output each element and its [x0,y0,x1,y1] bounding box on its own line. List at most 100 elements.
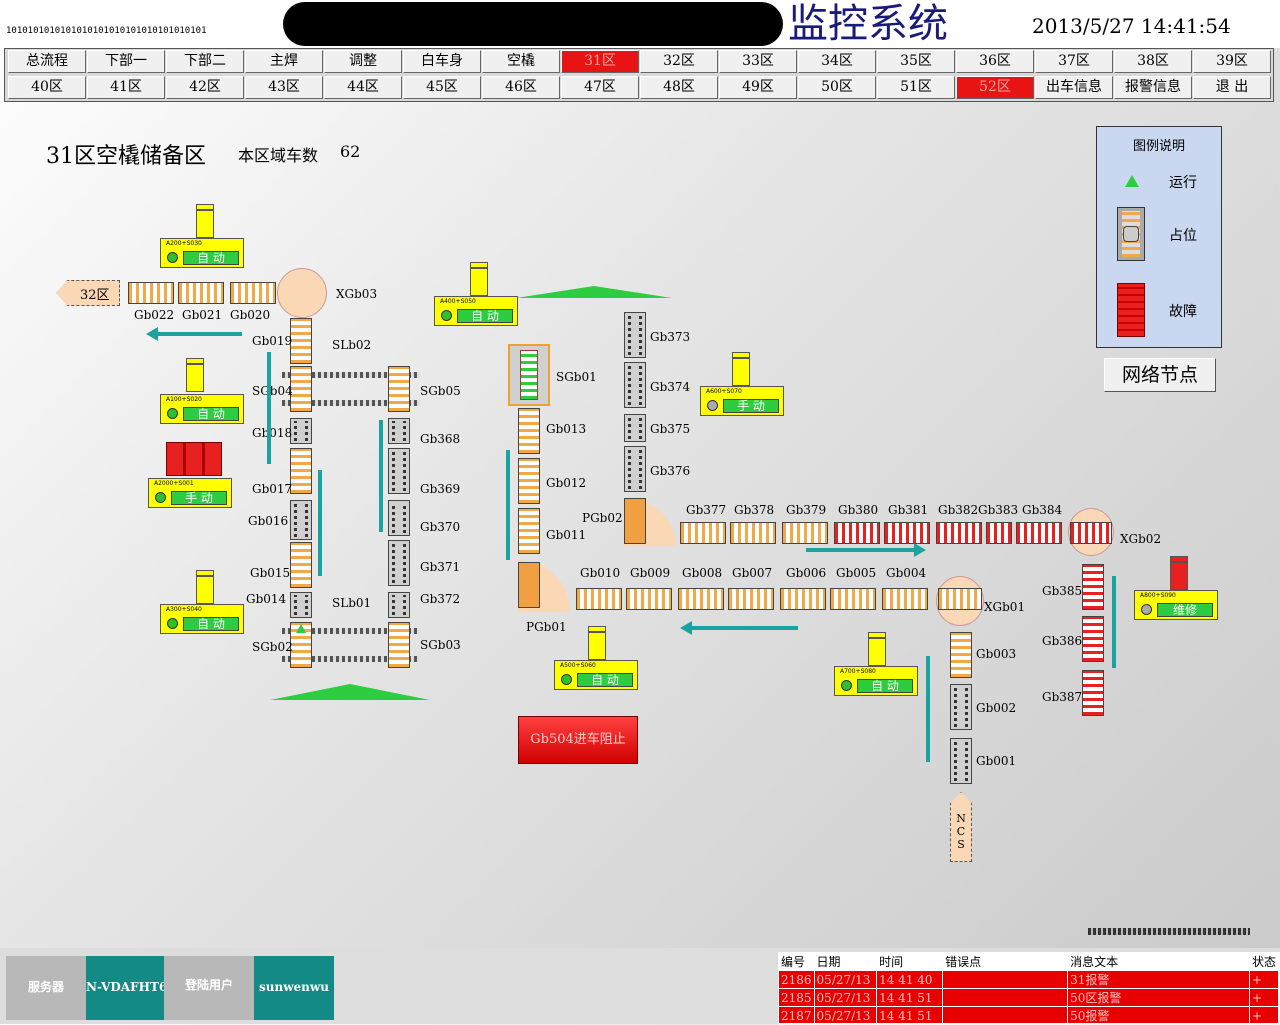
conveyor-gb378[interactable] [730,522,776,544]
conveyor-gb380[interactable] [834,522,880,544]
conveyor-gb006[interactable] [780,588,826,610]
nav-r2-4[interactable]: 44区 [324,76,402,99]
conveyor-gb021[interactable] [178,282,224,304]
conveyor-gb017[interactable] [290,448,312,494]
conveyor-gb014[interactable] [290,592,312,618]
conveyor-gb368[interactable] [388,418,410,444]
gb504-block-button[interactable]: Gb504进车阻止 [518,716,638,764]
conveyor-gb371[interactable] [388,540,410,586]
conveyor-gb022[interactable] [128,282,174,304]
nav-r2-3[interactable]: 43区 [245,76,323,99]
nav-r2-8[interactable]: 48区 [640,76,718,99]
conveyor-gb381[interactable] [884,522,930,544]
nav-r2-15[interactable]: 退 出 [1193,76,1271,99]
conveyor-gb012[interactable] [518,458,540,504]
conveyor-gb370[interactable] [388,500,410,536]
conveyor-gb376[interactable] [624,446,646,492]
nav-r1-2[interactable]: 下部二 [166,50,244,73]
conveyor-gb011[interactable] [518,508,540,554]
nav-r1-4[interactable]: 调整 [324,50,402,73]
conveyor-gb010[interactable] [576,588,622,610]
conveyor-xgb02[interactable] [1070,522,1112,544]
conveyor-xgb01[interactable] [938,588,982,610]
nav-r2-14[interactable]: 报警信息 [1114,76,1192,99]
nav-r2-9[interactable]: 49区 [719,76,797,99]
conveyor-gb372[interactable] [388,592,410,618]
conveyor-sgb01[interactable] [508,344,550,406]
turntable-xgb03[interactable] [277,268,327,318]
nav-r1-10[interactable]: 34区 [798,50,876,73]
conveyor-sgb04[interactable] [290,366,312,412]
conveyor-gb008[interactable] [678,588,724,610]
conveyor-gb385[interactable] [1082,564,1104,610]
nav-r2-11[interactable]: 51区 [877,76,955,99]
nav-r1-9[interactable]: 33区 [719,50,797,73]
ncs-entry-marker[interactable] [950,792,972,862]
conveyor-gb374[interactable] [624,362,646,408]
conveyor-gb382[interactable] [936,522,982,544]
nav-r1-7[interactable]: 31区 [561,50,639,73]
nav-r1-8[interactable]: 32区 [640,50,718,73]
nav-r1-15[interactable]: 39区 [1193,50,1271,73]
conveyor-gb004[interactable] [882,588,928,610]
conveyor-gb384[interactable] [1016,522,1062,544]
nav-r1-12[interactable]: 36区 [956,50,1034,73]
conveyor-gb373[interactable] [624,312,646,358]
nav-r2-2[interactable]: 42区 [166,76,244,99]
conveyor-gb020[interactable] [230,282,276,304]
conveyor-gb383[interactable] [986,522,1012,544]
nav-r1-13[interactable]: 37区 [1035,50,1113,73]
nav-r1-1[interactable]: 下部一 [87,50,165,73]
nav-r2-10[interactable]: 50区 [798,76,876,99]
nav-r1-5[interactable]: 白车身 [403,50,481,73]
nav-r1-0[interactable]: 总流程 [8,50,86,73]
conveyor-gb386[interactable] [1082,616,1104,662]
conveyor-gb005[interactable] [830,588,876,610]
conveyor-gb377[interactable] [680,522,726,544]
conveyor-gb019[interactable] [290,318,312,364]
conveyor-gb018[interactable] [290,418,312,444]
nav-r1-3[interactable]: 主焊 [245,50,323,73]
conveyor-sgb05[interactable] [388,366,410,412]
nav-r2-0[interactable]: 40区 [8,76,86,99]
exit-32-marker[interactable] [56,280,120,306]
conveyor-gb016[interactable] [290,500,312,540]
conveyor-gb013[interactable] [518,408,540,454]
nav-r2-1[interactable]: 41区 [87,76,165,99]
conveyor-gb379[interactable] [782,522,828,544]
nav-r1-14[interactable]: 38区 [1114,50,1192,73]
conveyor-sgb02[interactable] [290,622,312,668]
conveyor-gb007[interactable] [728,588,774,610]
conveyor-gb009[interactable] [626,588,672,610]
conveyor-pgb01[interactable] [518,562,540,608]
conveyor-gb369[interactable] [388,448,410,494]
network-node-button[interactable]: 网络节点 [1104,358,1216,392]
conveyor-gb015[interactable] [290,542,312,588]
nav-r2-7[interactable]: 47区 [561,76,639,99]
conveyor-gb002[interactable] [950,684,972,730]
nav-r2-13[interactable]: 出车信息 [1035,76,1113,99]
conveyor-sgb03[interactable] [388,622,410,668]
nav-r1-11[interactable]: 35区 [877,50,955,73]
nav-r2-12[interactable]: 52区 [956,76,1034,99]
conveyor-gb375[interactable] [624,414,646,442]
nav-r2-6[interactable]: 46区 [482,76,560,99]
conveyor-gb387[interactable] [1082,670,1104,716]
nav-r1-6[interactable]: 空橇 [482,50,560,73]
nav-r2-5[interactable]: 45区 [403,76,481,99]
conveyor-gb003[interactable] [950,632,972,678]
conveyor-gb001[interactable] [950,738,972,784]
conveyor-pgb02[interactable] [624,498,646,544]
